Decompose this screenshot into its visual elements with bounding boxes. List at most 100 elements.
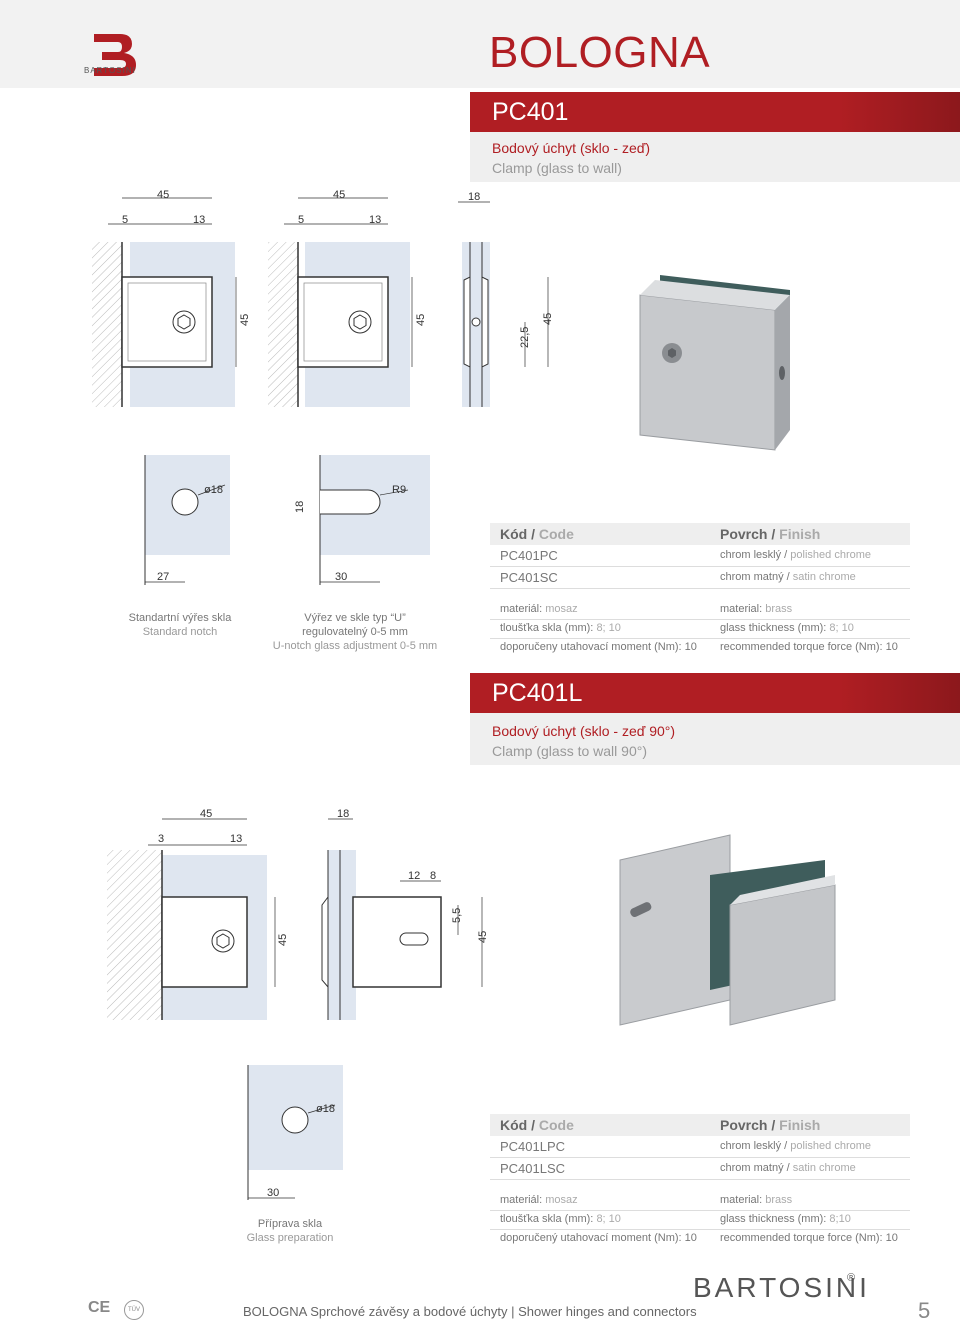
product-code: PC401L: [492, 679, 583, 707]
tuv-mark: TÜV: [124, 1300, 144, 1320]
product-name-box: Bodový úchyt (sklo - zeď) Clamp (glass t…: [470, 132, 960, 182]
spec-table-pc401: Kód / Code Povrch / Finish PC401PC chrom…: [490, 523, 910, 657]
glass-notch-drawing: ø18 27 18 R9 30: [144, 455, 430, 585]
dim-5: 5: [298, 214, 304, 226]
table-row: tloušťka skla (mm): 8; 10 glass thicknes…: [490, 620, 910, 639]
caption-cz: Příprava skla: [257, 1218, 323, 1230]
code-label: Kód: [500, 526, 528, 542]
page-number: 5: [918, 1298, 931, 1323]
dim-13: 13: [193, 214, 205, 226]
material-label: materiál:: [500, 1194, 543, 1206]
table-header: Kód / Code Povrch / Finish: [490, 1114, 910, 1136]
dim-3: 3: [158, 833, 164, 845]
table-header: Kód / Code Povrch / Finish: [490, 523, 910, 545]
material-value-en: brass: [765, 1194, 793, 1206]
table-row: materiál: mosaz material: brass: [490, 1192, 910, 1211]
thickness-value-en: 8; 10: [829, 622, 854, 634]
table-row: tloušťka skla (mm): 8; 10 glass thicknes…: [490, 1211, 910, 1230]
material-label-en: material:: [720, 1194, 763, 1206]
material-value: mosaz: [545, 603, 578, 615]
finish-label: Povrch: [720, 526, 768, 542]
standard-notch-caption: Standartní výřes skla Standard notch: [110, 611, 250, 639]
thickness-label: tloušťka skla (mm):: [500, 1213, 594, 1225]
dim-13: 13: [230, 833, 242, 845]
table-row: doporučený utahovací moment (Nm): 10 rec…: [490, 1230, 910, 1248]
dim-45-height: 45: [277, 934, 289, 946]
thickness-value: 8; 10: [596, 1213, 621, 1225]
page-header: [0, 0, 960, 88]
caption-cz: Standartní výřes skla: [128, 612, 232, 624]
material-label-en: material:: [720, 603, 763, 615]
caption-en: Standard notch: [142, 626, 218, 638]
dim-r9: R9: [392, 484, 406, 496]
spec-table-pc401l: Kód / Code Povrch / Finish PC401LPC chro…: [490, 1114, 910, 1248]
code-label: Kód: [500, 1117, 528, 1133]
thickness-label-en: glass thickness (mm):: [720, 1213, 827, 1225]
product-name-cz: Bodový úchyt (sklo - zeď 90°): [492, 723, 676, 739]
finish-label-en: Finish: [779, 1117, 821, 1133]
brand-logo: [94, 34, 136, 76]
table-row: PC401LPC chrom lesklý / polished chrome: [490, 1136, 910, 1158]
table-row: PC401LSC chrom matný / satin chrome: [490, 1158, 910, 1180]
dim-12: 12: [408, 870, 420, 882]
dim-phi18: ø18: [316, 1103, 335, 1115]
product-name-en: Clamp (glass to wall): [492, 160, 622, 176]
technical-drawing-pc401l: 45 3 13 45 18 12 8 5,5 45: [107, 808, 489, 1020]
product-code-cell: PC401PC: [500, 548, 558, 563]
dim-45-height: 45: [542, 313, 554, 325]
material-value: mosaz: [545, 1194, 578, 1206]
finish-cz: chrom lesklý: [720, 549, 782, 561]
dim-22-5: 22,5: [519, 327, 531, 348]
caption-cz: Výřez ve skle typ “U”: [304, 612, 406, 624]
series-title: BOLOGNA: [489, 28, 711, 77]
table-row: PC401SC chrom matný / satin chrome: [490, 567, 910, 589]
dim-18: 18: [294, 501, 306, 513]
code-label-en: Code: [538, 526, 574, 542]
thickness-value: 8; 10: [596, 622, 621, 634]
dim-13: 13: [369, 214, 381, 226]
dim-30: 30: [335, 571, 347, 583]
product-photo-pc401: [639, 275, 790, 451]
torque-cz: doporučený utahovací moment (Nm): 10: [500, 1232, 697, 1244]
thickness-label: tloušťka skla (mm):: [500, 622, 594, 634]
product-name-box: Bodový úchyt (sklo - zeď 90°) Clamp (gla…: [470, 713, 960, 765]
product-name-en: Clamp (glass to wall 90°): [492, 743, 647, 759]
dim-phi18: ø18: [204, 484, 223, 496]
ce-mark: CE: [88, 1299, 111, 1316]
u-notch-caption: Výřez ve skle typ “U” regulovatelný 0-5 …: [260, 611, 450, 653]
dim-8: 8: [430, 870, 436, 882]
torque-en: recommended torque force (Nm): 10: [720, 641, 898, 653]
footer-brand-logo: BARTOSINI: [693, 1272, 870, 1303]
dim-5: 5: [122, 214, 128, 226]
code-label-en: Code: [538, 1117, 574, 1133]
caption-cz-2: regulovatelný 0-5 mm: [302, 626, 408, 638]
dim-45: 45: [157, 189, 169, 201]
registered-mark: ®: [847, 1272, 856, 1284]
finish-label: Povrch: [720, 1117, 768, 1133]
product-name-cz: Bodový úchyt (sklo - zeď): [492, 140, 650, 156]
thickness-label-en: glass thickness (mm):: [720, 622, 827, 634]
logo-text: BARTOSINI: [84, 66, 136, 75]
dim-45-height: 45: [415, 314, 427, 326]
dim-30: 30: [267, 1187, 279, 1199]
product-code-cell: PC401LSC: [500, 1161, 566, 1176]
finish-cz: chrom lesklý: [720, 1140, 782, 1152]
table-row: materiál: mosaz material: brass: [490, 601, 910, 620]
caption-en: Glass preparation: [246, 1232, 334, 1244]
product-code-cell: PC401SC: [500, 570, 558, 585]
dim-18: 18: [337, 808, 349, 820]
dim-27: 27: [157, 571, 169, 583]
material-value-en: brass: [765, 603, 793, 615]
finish-cz: chrom matný: [720, 1162, 784, 1174]
dim-45: 45: [200, 808, 212, 820]
product-code-banner: PC401L: [470, 673, 960, 713]
finish-cz: chrom matný: [720, 571, 784, 583]
product-code-banner: PC401: [470, 92, 960, 132]
caption-en: U-notch glass adjustment 0-5 mm: [272, 640, 438, 652]
dim-5-5: 5,5: [451, 908, 463, 923]
finish-label-en: Finish: [779, 526, 821, 542]
material-label: materiál:: [500, 603, 543, 615]
dim-45: 45: [333, 189, 345, 201]
table-row: doporučeny utahovací moment (Nm): 10 rec…: [490, 639, 910, 657]
torque-en: recommended torque force (Nm): 10: [720, 1232, 898, 1244]
